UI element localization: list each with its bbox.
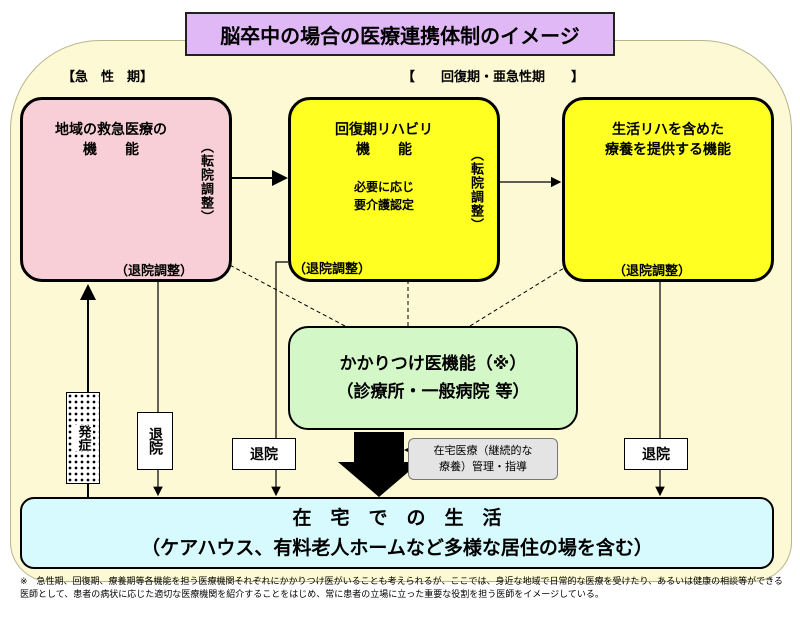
living-line1: 生活リハを含めた — [612, 122, 724, 138]
rehab-sub2: 要介護認定 — [353, 198, 414, 212]
transfer-label-1: （転院調整） — [198, 140, 213, 224]
arrow-discharge-rehab — [271, 261, 288, 497]
home-care-line1: 在宅医療（継続的な — [433, 444, 533, 457]
phase-recovery-label: 【 回復期・亜急性期 】 — [402, 70, 585, 85]
rehab-sub1: 必要に応じ — [353, 180, 414, 194]
home-care-line2: 療養）管理・指導 — [439, 460, 527, 473]
transfer-label-2: （転院調整） — [468, 148, 483, 232]
onset-label: 発症 — [73, 425, 93, 451]
clinic-line2: （診療所・一般病院 等） — [336, 382, 530, 402]
acute-line1: 地域の救急医療の — [55, 122, 167, 138]
home-living-box: 在 宅 で の 生 活 （ケアハウス、有料老人ホームなど多様な居住の場を含む） — [20, 497, 774, 569]
home-care-box: 在宅医療（継続的な 療養）管理・指導 — [408, 438, 558, 480]
rehab-box: 回復期リハビリ 機 能 必要に応じ 要介護認定 （退院調整） — [288, 97, 500, 282]
discharge-label-rehab: 退院 — [232, 438, 296, 470]
acute-care-box: 地域の救急医療の 機 能 （退院調整） — [20, 97, 232, 282]
living-line2: 療養を提供する機能 — [605, 142, 731, 158]
home-care-arrow — [338, 432, 420, 497]
living-care-box: 生活リハを含めた 療養を提供する機能 （退院調整） — [562, 97, 774, 282]
home-line2: （ケアハウス、有料老人ホームなど多様な居住の場を含む） — [141, 537, 653, 559]
page-title: 脳卒中の場合の医療連携体制のイメージ — [185, 12, 615, 56]
living-discharge-coord: （退院調整） — [613, 264, 692, 279]
discharge-label-acute: 退院 — [137, 412, 173, 470]
footnote: ※ 急性期、回復期、療養期等各機能を担う医療機関それぞれにかかりつけ医がいること… — [20, 577, 783, 600]
clinic-line1: かかりつけ医機能（※） — [339, 354, 527, 374]
phase-acute-label: 【急 性 期】 — [62, 70, 154, 85]
discharge-label-living: 退院 — [624, 438, 688, 470]
onset-box: 発症 — [66, 392, 100, 484]
acute-line2: 機 能 — [83, 142, 139, 158]
home-line1: 在 宅 で の 生 活 — [292, 507, 502, 529]
rehab-line1: 回復期リハビリ — [335, 122, 433, 138]
rehab-discharge-coord: （退院調整） — [293, 262, 372, 277]
clinic-box: かかりつけ医機能（※） （診療所・一般病院 等） — [288, 326, 578, 430]
rehab-line2: 機 能 — [356, 142, 412, 158]
acute-discharge-coord: （退院調整） — [115, 264, 194, 279]
dashed-clinic-to-living — [469, 251, 591, 327]
dashed-clinic-to-acute — [204, 251, 346, 327]
